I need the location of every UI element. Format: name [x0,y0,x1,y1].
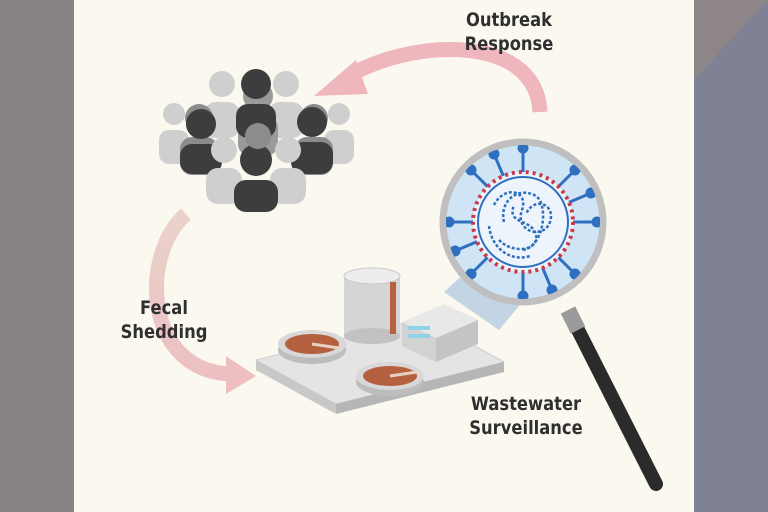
fecal-shedding-arrow [149,208,256,394]
virus-icon [446,145,600,299]
right-margin [694,0,768,512]
label-wastewater-surveillance: Wastewater Surveillance [469,393,583,439]
left-margin [0,0,74,512]
label-fecal-shedding: Fecal Shedding [120,297,208,343]
diagram-canvas [149,42,663,491]
label-outbreak-response: Outbreak Response [464,9,554,55]
people-crowd-icon [159,69,354,212]
wastewater-treatment-plant-icon [254,267,506,414]
outbreak-response-arrow [314,42,548,113]
diagram-panel: Outbreak Response Fecal Shedding Wastewa… [74,0,694,512]
